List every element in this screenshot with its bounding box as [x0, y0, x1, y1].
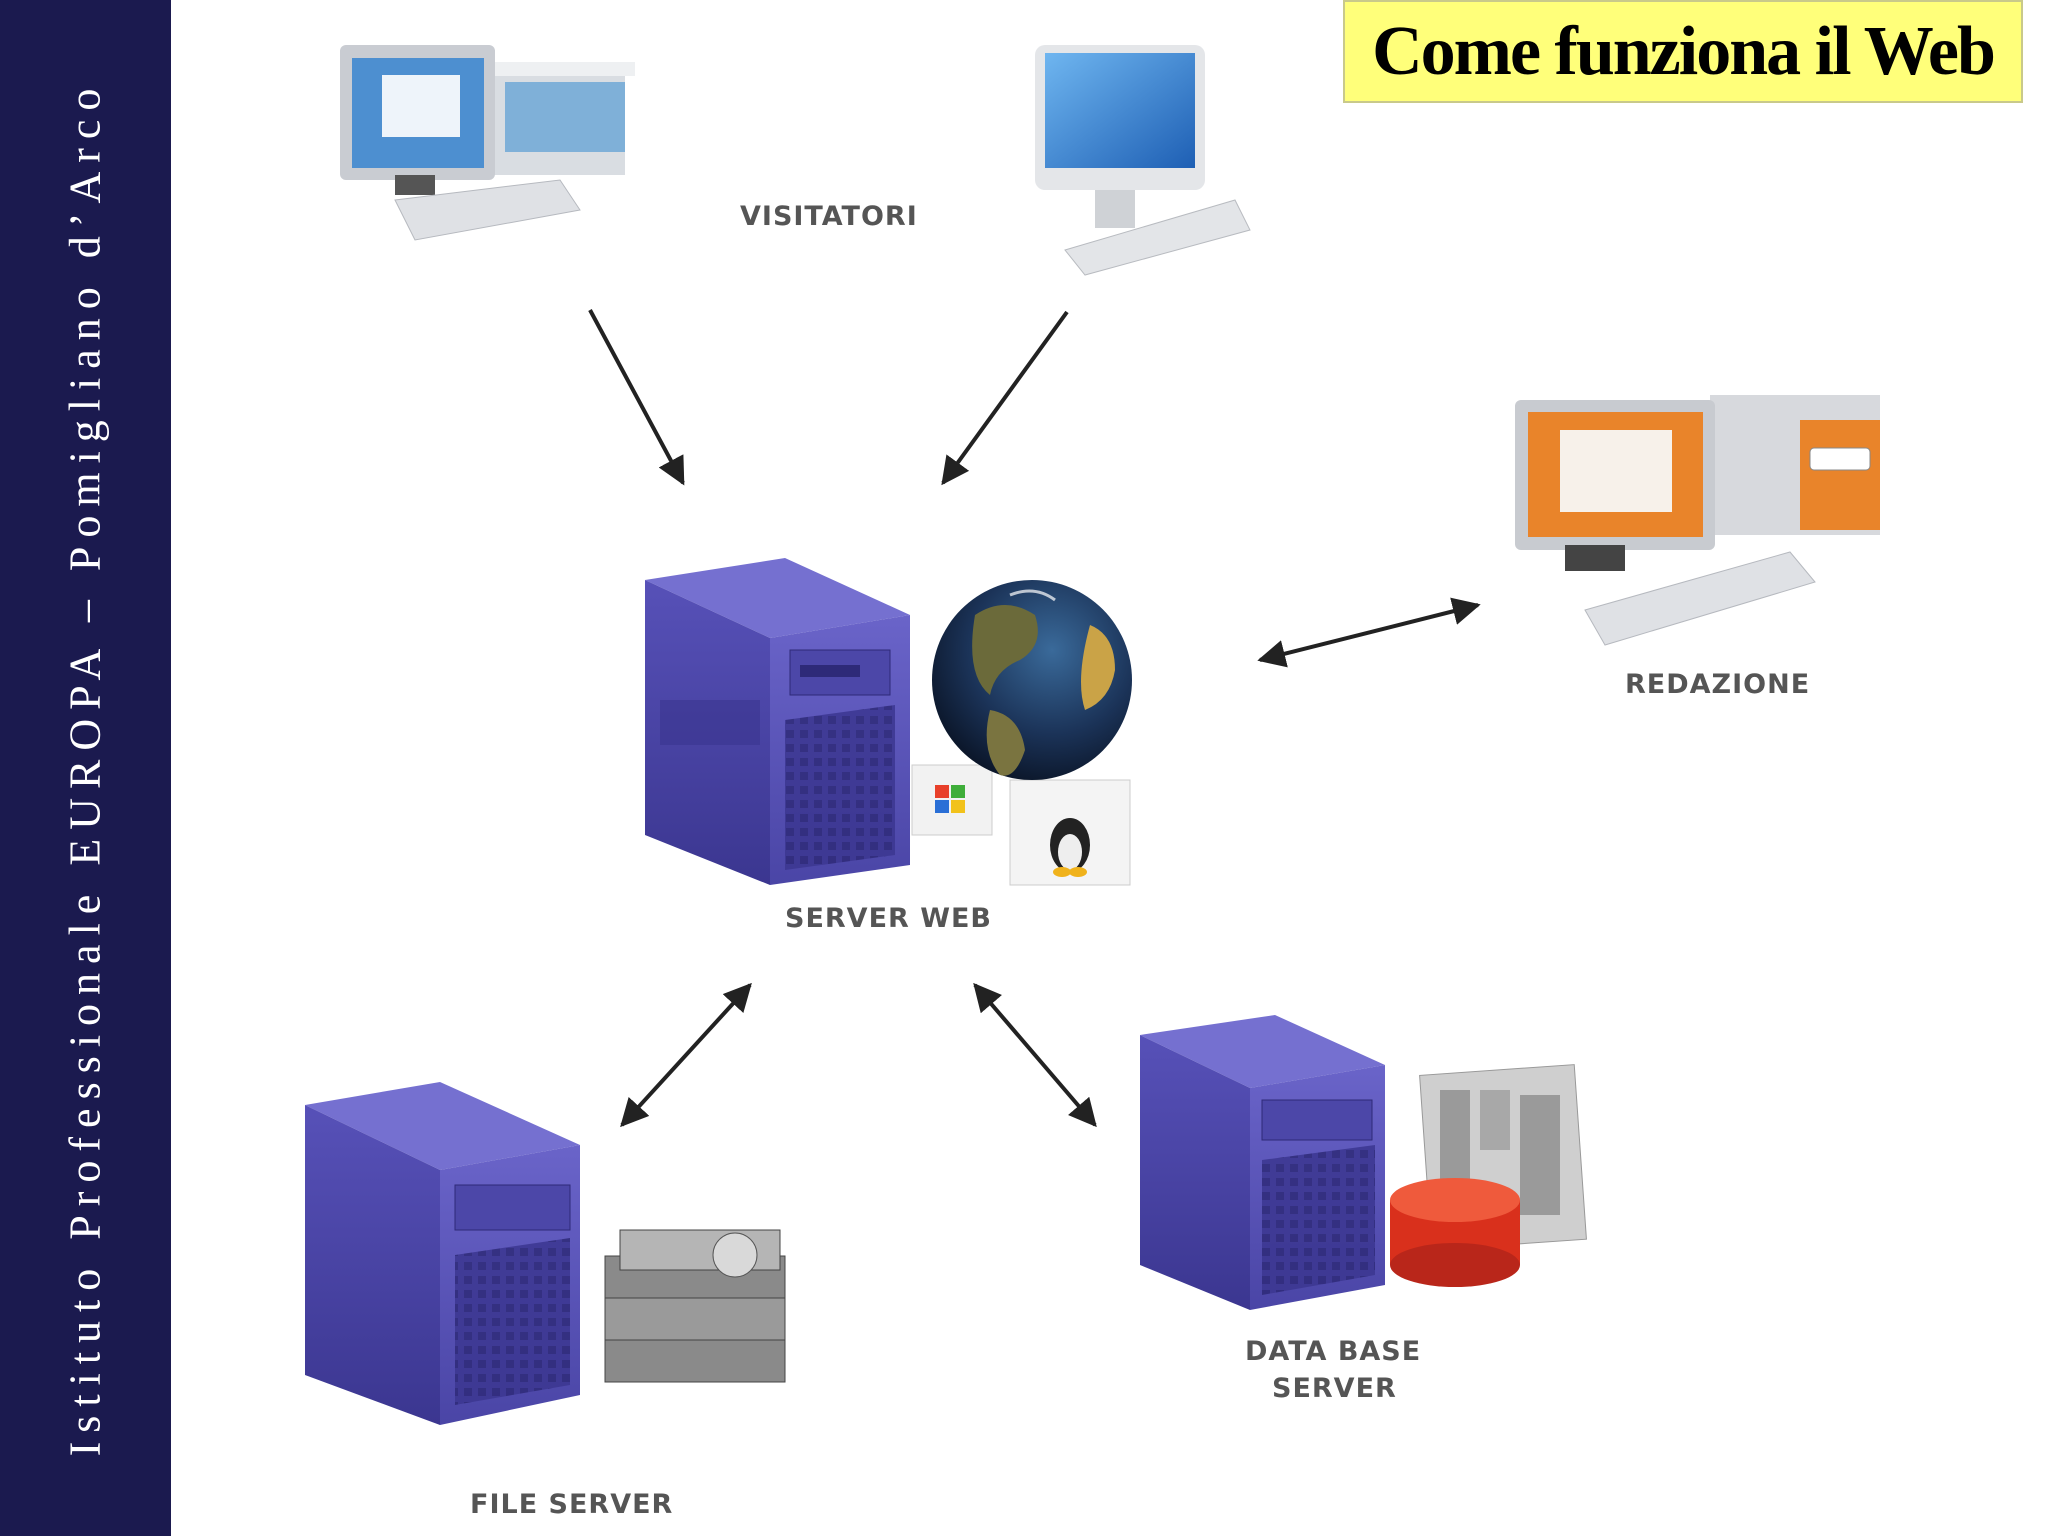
globe-icon — [932, 580, 1132, 780]
title-box: Come funziona il Web — [1343, 0, 2023, 103]
visitor-computer-2-icon — [1035, 45, 1251, 276]
web-server-icon — [645, 558, 910, 885]
redazione-computer-icon — [1515, 395, 1880, 646]
database-server-icon — [1140, 1015, 1385, 1310]
sidebar: Istituto Professionale EUROPA – Pomiglia… — [0, 0, 171, 1536]
windows-logo-icon — [911, 764, 993, 836]
page-title: Come funziona il Web — [1372, 12, 1996, 90]
database-label-line2: SERVER — [1272, 1373, 1397, 1404]
file-server-icon — [305, 1082, 580, 1425]
web-architecture-diagram: VISITATORI REDAZIONE — [305, 45, 1880, 1520]
arrow-server-database — [973, 982, 1097, 1128]
visitor-computer-1-icon — [340, 45, 635, 241]
arrow-server-fileserver — [620, 982, 752, 1128]
database-label-line1: DATA BASE — [1245, 1336, 1421, 1367]
database-cylinder-icon — [1390, 1064, 1587, 1287]
school-name: Istituto Professionale EUROPA – Pomiglia… — [60, 79, 110, 1457]
arrow-visitor1-to-server — [588, 309, 685, 486]
hard-drives-icon — [604, 1229, 786, 1383]
redazione-label: REDAZIONE — [1625, 669, 1810, 700]
arrow-visitor2-to-server — [941, 310, 1069, 486]
visitatori-label: VISITATORI — [740, 201, 918, 232]
linux-logo-icon — [1009, 779, 1131, 886]
arrow-server-redazione — [1257, 597, 1481, 668]
file-server-label: FILE SERVER — [470, 1489, 673, 1520]
server-web-label: SERVER WEB — [785, 903, 992, 934]
